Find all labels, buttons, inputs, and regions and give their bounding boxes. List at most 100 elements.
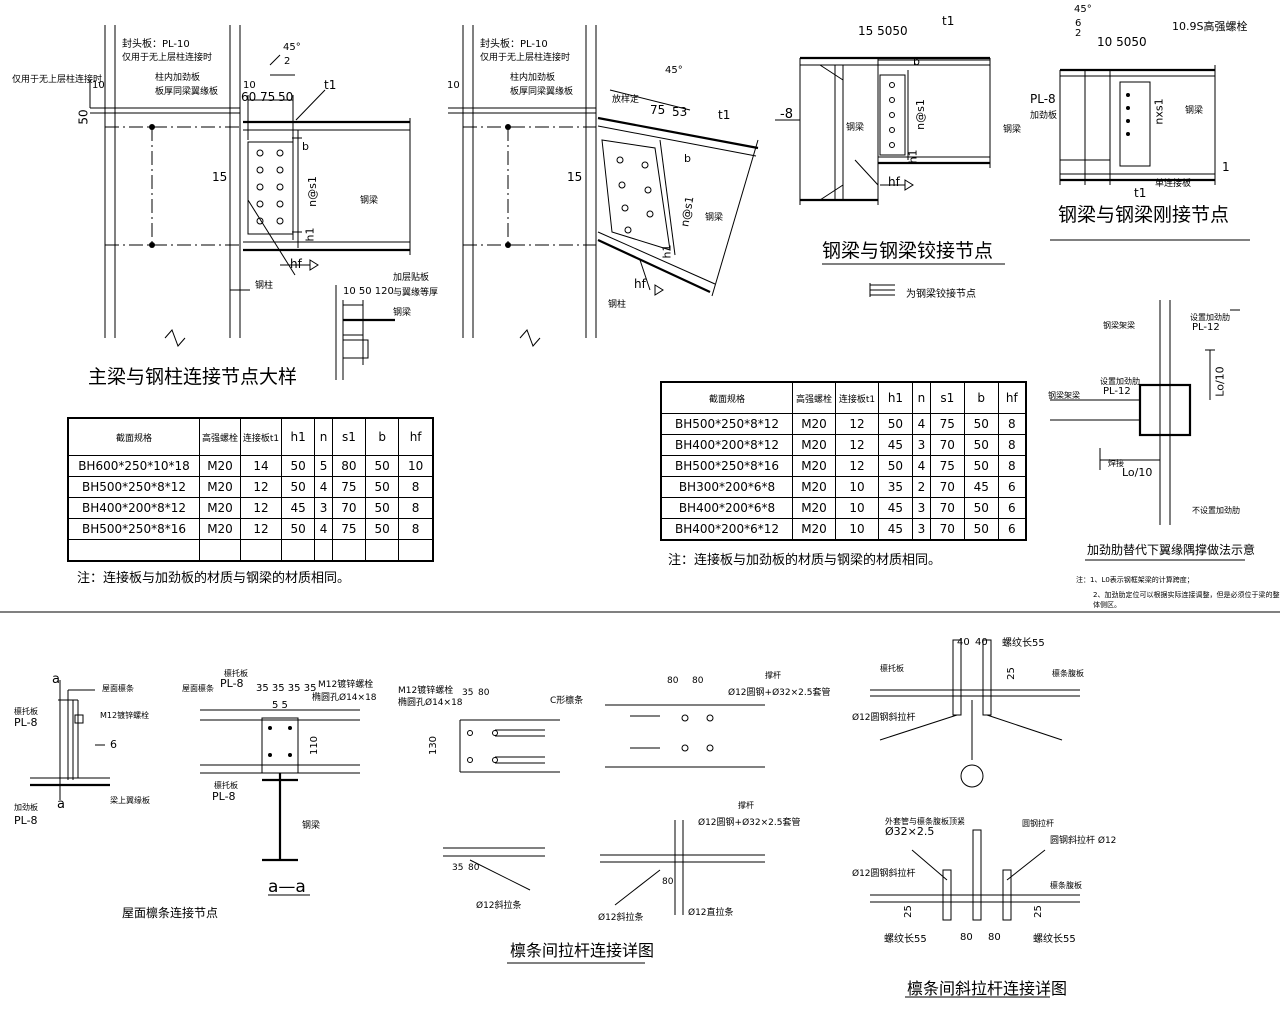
label-80-d2: 80 xyxy=(988,932,1001,943)
label-h1-a: h1 xyxy=(303,227,317,242)
title-purlin-tie: 檩条间拉杆连接详图 xyxy=(510,941,655,960)
label-round-diag-d2: Ø12圆钢斜拉杆 xyxy=(852,869,916,879)
detail-stiffener-bracing xyxy=(1050,300,1245,561)
table-cell: 8 xyxy=(997,413,1027,435)
label-end-plate-2: 封头板：PL-10 xyxy=(480,39,548,50)
table2-header-cell: h1 xyxy=(878,381,913,414)
label-only-no-upper: 仅用于无上层柱连接时 xyxy=(122,53,213,63)
label-steel-column-b: 钢柱 xyxy=(608,300,627,310)
label-hinged-hf: hf xyxy=(888,175,900,189)
table-cell: 50 xyxy=(280,476,316,498)
label-round-rod: 圆钢拉杆 xyxy=(1022,819,1054,828)
table2-header-cell: 高强螺栓 xyxy=(792,381,836,414)
label-hinged-ns1: n@s1 xyxy=(913,99,927,130)
label-c-purlin: C形檩条 xyxy=(550,696,584,706)
table-cell: M20 xyxy=(199,518,241,540)
label-steel-beam-aa: 钢梁 xyxy=(302,821,321,831)
table-cell: 45 xyxy=(963,476,999,498)
label-rigid-45deg: 45° xyxy=(1074,4,1092,15)
label-steel-beam-a: 钢梁 xyxy=(360,196,379,206)
label-m12-aa: M12镀锌螺栓 xyxy=(318,680,374,690)
label-same-flange-thk: 与翼缘等厚 xyxy=(393,288,439,298)
label-40-b: 40 xyxy=(975,637,988,648)
table2-header-cell: 截面规格 xyxy=(660,381,793,414)
label-hole-aa: 椭圆孔Ø14×18 xyxy=(312,693,377,703)
table-cell: 75 xyxy=(331,476,367,498)
table-cell: 12 xyxy=(835,413,879,435)
detail-diagonal-tie xyxy=(870,639,1080,998)
label-rigid-t1: t1 xyxy=(1134,186,1147,200)
label-hole-tie: 椭圆孔Ø14×18 xyxy=(398,698,463,708)
table-cell: BH400*200*8*12 xyxy=(67,497,200,519)
label-80-sec-2: 80 xyxy=(662,877,674,887)
table-cell: 10 xyxy=(398,455,434,477)
label-rigid-bolt: 10.9S高强螺栓 xyxy=(1172,20,1248,33)
detail-rigid xyxy=(1050,65,1250,241)
table-cell: M20 xyxy=(792,497,836,519)
label-bracing-lo10-a: Lo/10 xyxy=(1213,366,1227,397)
table1-header-cell: b xyxy=(365,417,400,456)
label-purlin-web-d2: 檩条腹板 xyxy=(1050,881,1082,890)
label-40-a: 40 xyxy=(957,637,970,648)
table-beam-beam: 截面规格 高强螺栓 连接板t1 h1 n s1 b hf BH500*250*8… xyxy=(660,381,1027,541)
table-cell: 50 xyxy=(963,455,999,477)
table-cell: 4 xyxy=(911,455,931,477)
table-cell: 70 xyxy=(929,497,965,519)
table-cell: M20 xyxy=(792,476,836,498)
table-cell: 14 xyxy=(240,455,282,477)
label-sleeve-spec: Ø32×2.5 xyxy=(885,825,935,838)
table-cell: 50 xyxy=(963,434,999,456)
table-cell: 2 xyxy=(911,476,931,498)
table-cell: 5 xyxy=(314,455,333,477)
label-bracing-note2: 2、加劲肋定位可以根据实际连接调整，但是必须位于梁的整体侧区。 xyxy=(1093,591,1280,609)
label-thread-55-a: 螺纹长55 xyxy=(1002,638,1045,649)
label-80-tie-2a: 80 xyxy=(667,676,679,686)
table2-header-cell: 连接板t1 xyxy=(835,381,879,414)
table-cell xyxy=(365,539,400,562)
label-m12-tie: M12镀锌螺栓 xyxy=(398,686,454,696)
table-cell: 45 xyxy=(280,497,316,519)
label-b-b: b xyxy=(684,152,691,165)
table-cell: BH300*200*6*8 xyxy=(660,476,793,498)
label-purlin-support-d: 檩托板 xyxy=(880,664,904,673)
table2-header-row: 截面规格 高强螺栓 连接板t1 h1 n s1 b hf xyxy=(660,381,1027,414)
table-cell: 75 xyxy=(929,455,965,477)
label-bracing-no-stiff: 不设置加劲肋 xyxy=(1192,506,1240,515)
label-dim-50-a: 50 xyxy=(76,109,91,125)
label-t1-a: t1 xyxy=(324,78,337,92)
table-cell: M20 xyxy=(199,476,241,498)
table1-note: 注：连接板与加劲板的材质与钢梁的材质相同。 xyxy=(77,571,351,586)
label-hinged-h1: h1 xyxy=(906,149,920,164)
table-cell: 50 xyxy=(280,518,316,540)
table1-header-row: 截面规格 高强螺栓 连接板t1 h1 n s1 b hf xyxy=(67,417,434,456)
table1-header-cell: h1 xyxy=(280,417,316,456)
label-hf-b: hf xyxy=(634,277,646,291)
table-cell: BH600*250*10*18 xyxy=(67,455,200,477)
label-add-pad: 加层贴板 xyxy=(393,273,430,283)
table-cell: 70 xyxy=(929,434,965,456)
label-plate-same-flange-2: 板厚同梁翼缘板 xyxy=(510,87,574,97)
label-roof-purlin-aa: 屋面檩条 xyxy=(182,684,214,693)
label-stiffener-purlin: 加劲板 xyxy=(14,803,38,812)
label-purlin-support: 檩托板 xyxy=(14,707,38,716)
table-cell: BH400*200*8*12 xyxy=(660,434,793,456)
label-steel-beam-b: 钢梁 xyxy=(705,213,724,223)
table-cell: 12 xyxy=(240,518,282,540)
table-cell: 50 xyxy=(878,455,913,477)
label-brace-spec-2: Ø12圆钢+Ø32×2.5套管 xyxy=(698,818,801,828)
label-round-diag-d1: Ø12圆钢斜拉杆 xyxy=(852,713,916,723)
table-cell: 8 xyxy=(997,455,1027,477)
label-25-d3: 25 xyxy=(1032,905,1044,918)
table-cell: 45 xyxy=(878,518,913,541)
label-dim-50-b: 50 xyxy=(278,90,294,104)
label-purlin-support-aa: 檩托板 xyxy=(224,669,248,678)
label-80-tie: 80 xyxy=(478,688,490,698)
table-cell: 10 xyxy=(835,476,879,498)
label-dim-75-b: 75 xyxy=(650,103,666,117)
